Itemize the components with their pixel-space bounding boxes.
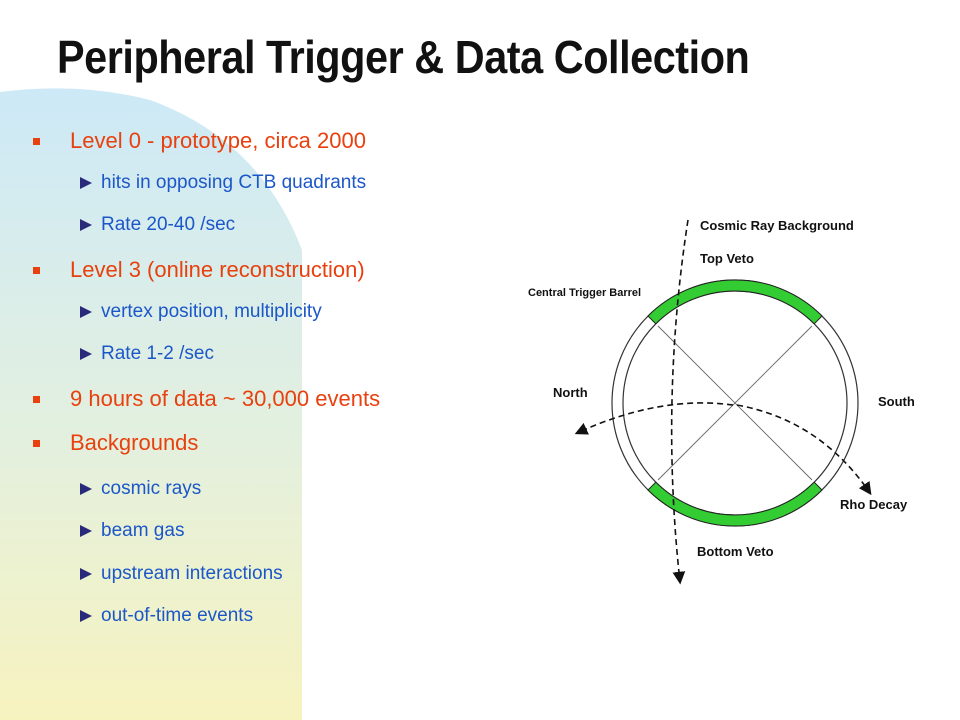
sub-bullet: beam gas xyxy=(80,519,185,543)
sub-bullet-text: hits in opposing CTB quadrants xyxy=(101,172,367,193)
triangle-bullet-icon xyxy=(80,348,92,360)
bullet-text: Backgrounds xyxy=(70,430,199,455)
bullet-level3: Level 3 (online reconstruction) xyxy=(33,257,365,283)
cosmic-ray-path xyxy=(670,219,689,585)
sub-bullet-text: cosmic rays xyxy=(101,478,202,499)
sub-bullet-text: vertex position, multiplicity xyxy=(101,301,322,322)
square-bullet-icon xyxy=(33,440,40,447)
south-label: South xyxy=(878,394,915,409)
bullet-text: 9 hours of data ~ 30,000 events xyxy=(70,386,381,411)
ctb-label: Central Trigger Barrel xyxy=(528,287,641,299)
north-label: North xyxy=(553,385,588,400)
sub-bullet: cosmic rays xyxy=(80,477,202,501)
sub-bullet-text: Rate 20-40 /sec xyxy=(101,214,236,235)
bullet-data-hours: 9 hours of data ~ 30,000 events xyxy=(33,386,381,412)
bottom-veto-label: Bottom Veto xyxy=(697,544,774,559)
detector-diagram: Cosmic Ray Background Top Veto Central T… xyxy=(528,218,915,585)
rho-decay-label: Rho Decay xyxy=(840,497,908,512)
sub-bullet: hits in opposing CTB quadrants xyxy=(80,171,367,195)
slide-title: Peripheral Trigger & Data Collection xyxy=(57,31,750,83)
square-bullet-icon xyxy=(33,138,40,145)
bullet-level0: Level 0 - prototype, circa 2000 xyxy=(33,128,366,154)
sub-bullet-text: out-of-time events xyxy=(101,605,254,626)
triangle-bullet-icon xyxy=(80,483,92,495)
square-bullet-icon xyxy=(33,267,40,274)
triangle-bullet-icon xyxy=(80,306,92,318)
triangle-bullet-icon xyxy=(80,568,92,580)
sub-bullet-text: Rate 1-2 /sec xyxy=(101,343,214,364)
triangle-bullet-icon xyxy=(80,177,92,189)
bullet-list: Level 0 - prototype, circa 2000 hits in … xyxy=(33,128,381,628)
rho-track-south xyxy=(736,404,872,496)
triangle-bullet-icon xyxy=(80,219,92,231)
sub-bullet: upstream interactions xyxy=(80,562,283,586)
sub-bullet: vertex position, multiplicity xyxy=(80,300,322,324)
bullet-text: Level 3 (online reconstruction) xyxy=(70,257,365,282)
triangle-bullet-icon xyxy=(80,610,92,622)
sub-bullet: Rate 1-2 /sec xyxy=(80,342,214,366)
top-veto-label: Top Veto xyxy=(700,251,754,266)
triangle-bullet-icon xyxy=(80,525,92,537)
bullet-text: Level 0 - prototype, circa 2000 xyxy=(70,128,366,153)
cosmic-ray-label: Cosmic Ray Background xyxy=(700,218,854,233)
sub-bullet-text: beam gas xyxy=(101,520,185,541)
bottom-veto-arc xyxy=(647,481,823,527)
bullet-backgrounds: Backgrounds xyxy=(33,430,199,456)
square-bullet-icon xyxy=(33,396,40,403)
sub-bullet-text: upstream interactions xyxy=(101,563,283,584)
top-veto-arc xyxy=(647,279,823,325)
sub-bullet: out-of-time events xyxy=(80,604,254,628)
rho-track-north xyxy=(574,402,734,435)
sub-bullet: Rate 20-40 /sec xyxy=(80,213,236,237)
quadrant-line xyxy=(657,325,813,481)
